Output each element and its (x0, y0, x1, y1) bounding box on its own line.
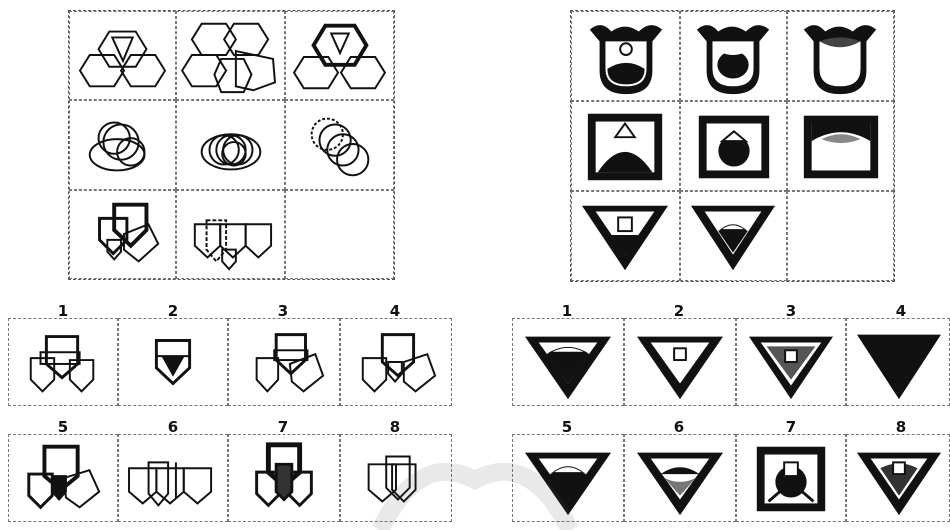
right-matrix-cell-2-3 (787, 101, 894, 191)
left-option-7[interactable] (228, 434, 340, 522)
left-matrix (68, 10, 395, 280)
left-matrix-cell-2-1 (69, 100, 176, 190)
overlapping-pentagons-figure (177, 191, 284, 278)
right-option-2[interactable] (624, 318, 736, 406)
cup-shape-figure (572, 12, 679, 100)
solid-triangle-option-4-icon (847, 319, 949, 405)
right-option-1[interactable] (512, 318, 624, 406)
right-option-8[interactable] (846, 434, 950, 522)
overlapping-circles-figure (177, 101, 284, 189)
cup-shape-figure (788, 12, 893, 100)
right-option-6[interactable] (624, 434, 736, 522)
right-matrix (570, 10, 895, 282)
right-matrix-cell-1-3 (787, 11, 894, 101)
left-matrix-cell-3-3-blank[interactable] (285, 190, 394, 279)
right-matrix-cell-2-1 (571, 101, 680, 191)
triangle-semicircle-option-1-icon (513, 319, 623, 405)
left-option-3[interactable] (228, 318, 340, 406)
left-matrix-cell-1-2 (176, 11, 285, 100)
right-matrix-cell-1-2 (680, 11, 787, 101)
overlapping-pentagons-option-5-icon (9, 435, 117, 521)
three-pentagons-option-6-icon (119, 435, 227, 521)
overlapping-pentagons-option-4-icon (341, 319, 451, 405)
square-frame-figure (572, 102, 679, 190)
left-matrix-cell-1-1 (69, 11, 176, 100)
cup-shape-figure (681, 12, 786, 100)
square-frame-option-7-icon (737, 435, 845, 521)
overlapping-circles-figure (70, 101, 175, 189)
right-matrix-cell-2-2 (680, 101, 787, 191)
left-option-5[interactable] (8, 434, 118, 522)
overlapping-pentagons-figure (70, 191, 175, 278)
left-matrix-cell-2-3 (285, 100, 394, 190)
triangle-semicircle-option-6-icon (625, 435, 735, 521)
overlapping-pentagons-option-3-icon (229, 319, 339, 405)
left-option-1[interactable] (8, 318, 118, 406)
left-option-6[interactable] (118, 434, 228, 522)
right-matrix-cell-3-3-blank[interactable] (787, 191, 894, 281)
hexagon-cluster-figure (70, 12, 175, 99)
hexagon-cluster-figure (177, 12, 284, 99)
right-option-3[interactable] (736, 318, 846, 406)
right-option-4[interactable] (846, 318, 950, 406)
left-matrix-cell-1-3 (285, 11, 394, 100)
triangle-small-square-option-2-icon (625, 319, 735, 405)
left-matrix-cell-3-2 (176, 190, 285, 279)
left-option-2[interactable] (118, 318, 228, 406)
right-option-7[interactable] (736, 434, 846, 522)
square-frame-figure (681, 102, 786, 190)
right-matrix-cell-3-1 (571, 191, 680, 281)
triangle-square-option-8-icon (847, 435, 949, 521)
overlapping-pentagons-option-7-icon (229, 435, 339, 521)
right-matrix-cell-3-2 (680, 191, 787, 281)
watermark-icon (360, 440, 590, 530)
triangle-square-option-3-icon (737, 319, 845, 405)
right-matrix-cell-1-1 (571, 11, 680, 101)
overlapping-pentagons-option-1-icon (9, 319, 117, 405)
left-matrix-cell-2-2 (176, 100, 285, 190)
left-option-4[interactable] (340, 318, 452, 406)
inverted-triangle-figure (681, 192, 786, 280)
inverted-triangle-figure (572, 192, 679, 280)
overlapping-circles-figure (286, 101, 393, 189)
square-frame-figure (788, 102, 893, 190)
left-matrix-cell-3-1 (69, 190, 176, 279)
hexagon-cluster-figure (286, 12, 393, 99)
single-pentagon-option-2-icon (119, 319, 227, 405)
